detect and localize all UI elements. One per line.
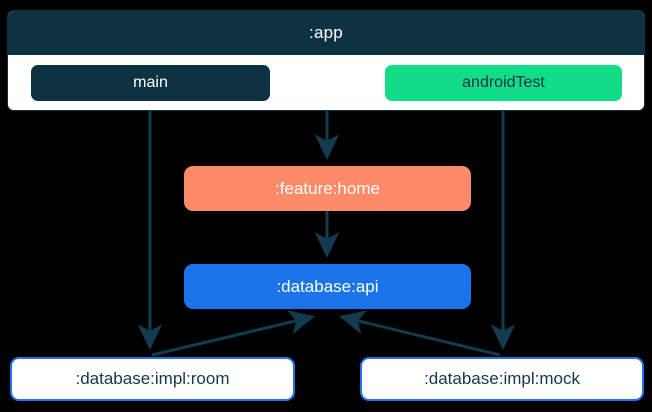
source-set-androidtest-label: androidTest — [462, 74, 545, 91]
module-cluster-app[interactable]: :app main androidTest — [8, 11, 644, 110]
module-node-database-impl-mock[interactable]: :database:impl:mock — [360, 357, 644, 401]
module-node-database-impl-room-label: :database:impl:room — [75, 369, 230, 388]
module-node-database-api[interactable]: :database:api — [184, 264, 471, 309]
source-set-main-label: main — [133, 74, 168, 91]
module-node-database-impl-room[interactable]: :database:impl:room — [10, 357, 295, 401]
module-node-feature-home-label: :feature:home — [275, 178, 380, 198]
module-node-feature-home[interactable]: :feature:home — [184, 166, 471, 211]
source-set-main[interactable]: main — [31, 65, 270, 101]
source-set-androidtest[interactable]: androidTest — [385, 65, 622, 101]
edge-database-impl-room-to-database-api — [151, 310, 315, 357]
cluster-body-app: main androidTest — [8, 55, 644, 110]
module-node-database-api-label: :database:api — [276, 276, 379, 296]
edge-database-impl-mock-to-database-api — [339, 310, 501, 357]
module-node-database-impl-mock-label: :database:impl:mock — [424, 369, 580, 388]
cluster-title-app: :app — [8, 11, 644, 55]
cluster-title-label: :app — [309, 23, 343, 42]
